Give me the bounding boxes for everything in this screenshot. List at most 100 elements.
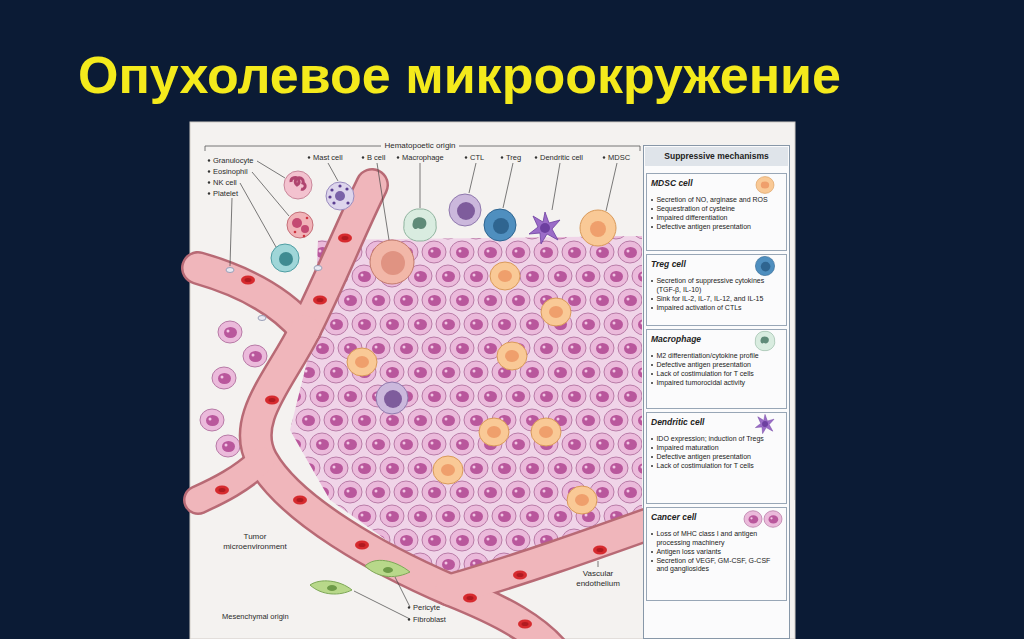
figure-label: Mesenchymal origin [222, 612, 289, 621]
bullet-row: Secretion of NO, arginase and ROS [651, 196, 782, 205]
bullet-row: Defective antigen presentation [651, 453, 782, 462]
label-slot: Platelet [213, 189, 238, 198]
bullet-text: Lack of costimulation for T cells [656, 370, 753, 379]
bullet-dot [651, 382, 653, 384]
bullet-dot [651, 438, 653, 440]
label-slot: Mast cell [313, 153, 343, 162]
bullet-text: Secretion of suppressive cytokines (TGF-… [656, 277, 782, 294]
bullet-row: Lack of costimulation for T cells [651, 462, 782, 471]
box-heading: Cancer cell [651, 511, 782, 530]
bullet-row: Antigen loss variants [651, 548, 782, 557]
bullet-text: Defective antigen presentation [656, 361, 751, 370]
figure-label: Pericyte [413, 603, 440, 612]
figure-label: Dendritic cell [540, 153, 583, 162]
bullet-row: Defective antigen presentation [651, 361, 782, 370]
mechanism-box: Macrophage M2 differentiation/cytokine pr… [646, 329, 787, 409]
label-slot: Treg [506, 153, 521, 162]
label-slot: Vascular endothelium [560, 569, 636, 588]
bullet-dot [651, 226, 653, 228]
bullet-text: Secretion of VEGF, GM-CSF, G-CSF and gan… [656, 557, 782, 574]
figure-label: Eosinophil [213, 167, 248, 176]
title-slot: Опухолевое микроокружение [78, 45, 841, 105]
figure-label: Tumor microenvironment [223, 532, 287, 551]
bullet-text: M2 differentiation/cytokine profile [656, 352, 758, 361]
heading-text: Macrophage [651, 334, 701, 344]
bullet-row: Sequestration of cysteine [651, 205, 782, 214]
label-slot: NK cell [213, 178, 237, 187]
bullet-dot [651, 373, 653, 375]
bullet-dot [651, 298, 653, 300]
mechanism-box: Treg cellSecretion of suppressive cytoki… [646, 254, 787, 326]
figure-label: NK cell [213, 178, 237, 187]
bullet-row: Secretion of suppressive cytokines (TGF-… [651, 277, 782, 294]
figure-label: Macrophage [402, 153, 444, 162]
bullet-row: IDO expression; induction of Tregs [651, 435, 782, 444]
bullet-row: Impaired maturation [651, 444, 782, 453]
bullet-row: Impaired activation of CTLs [651, 304, 782, 313]
heading-text: Cancer cell [651, 512, 696, 522]
bullet-text: Sequestration of cysteine [656, 205, 735, 214]
bullet-row: M2 differentiation/cytokine profile [651, 352, 782, 361]
box-heading: Macrophage [651, 333, 782, 352]
figure-label: Granulocyte [213, 156, 253, 165]
mechanism-box: Cancer cellLoss of MHC class I and antig… [646, 507, 787, 601]
label-slot: Mesenchymal origin [222, 612, 289, 621]
bullet-row: Impaired differentiation [651, 214, 782, 223]
bullet-dot [651, 208, 653, 210]
figure-label: Treg [506, 153, 521, 162]
label-slot: Fibroblast [413, 615, 446, 624]
panel-heading: Suppressive mechanisms [644, 146, 789, 166]
heading-text: Suppressive mechanisms [664, 151, 768, 161]
bullet-row: Secretion of VEGF, GM-CSF, G-CSF and gan… [651, 557, 782, 574]
mechanism-panel: Suppressive mechanismsMDSC cellSecretion… [643, 145, 790, 639]
bullet-text: Impaired maturation [656, 444, 718, 453]
bullet-dot [651, 560, 653, 562]
label-slot: Tumor microenvironment [213, 532, 297, 551]
figure-label: Hematopoetic origin [381, 141, 458, 150]
figure-label: MDSC [608, 153, 630, 162]
bullet-row: Loss of MHC class I and antigen processi… [651, 530, 782, 547]
bullet-text: Antigen loss variants [656, 548, 721, 557]
bullet-dot [651, 533, 653, 535]
bullet-text: Impaired activation of CTLs [656, 304, 741, 313]
label-slot: Hematopoetic origin [340, 141, 500, 151]
figure-label: Platelet [213, 189, 238, 198]
bullet-text: Defective antigen presentation [656, 223, 751, 232]
bullet-dot [651, 364, 653, 366]
bullet-text: Impaired tumorocidal activity [656, 379, 745, 388]
label-slot: Pericyte [413, 603, 440, 612]
bullet-row: Lack of costimulation for T cells [651, 370, 782, 379]
bullet-text: Loss of MHC class I and antigen processi… [656, 530, 782, 547]
label-slot: Macrophage [402, 153, 444, 162]
bullet-dot [651, 355, 653, 357]
bullet-text: IDO expression; induction of Tregs [656, 435, 763, 444]
bullet-dot [651, 465, 653, 467]
bullet-row: Impaired tumorocidal activity [651, 379, 782, 388]
bullet-dot [651, 551, 653, 553]
mechanism-box: MDSC cellSecretion of NO, arginase and R… [646, 173, 787, 251]
bullet-dot [651, 280, 653, 282]
bullet-dot [651, 217, 653, 219]
label-slot: Dendritic cell [540, 153, 583, 162]
heading-text: MDSC cell [651, 178, 693, 188]
figure-label: Vascular endothelium [576, 569, 620, 588]
bullet-dot [651, 199, 653, 201]
label-slot: CTL [470, 153, 484, 162]
bullet-row: Sink for IL-2, IL-7, IL-12, and IL-15 [651, 295, 782, 304]
bullet-text: Sink for IL-2, IL-7, IL-12, and IL-15 [656, 295, 763, 304]
slide-title: Опухолевое микроокружение [78, 46, 841, 104]
bullet-text: Defective antigen presentation [656, 453, 751, 462]
box-heading: MDSC cell [651, 177, 782, 196]
label-slot: Eosinophil [213, 167, 248, 176]
heading-text: Treg cell [651, 259, 686, 269]
bullet-dot [651, 456, 653, 458]
figure-label: Fibroblast [413, 615, 446, 624]
heading-text: Dendritic cell [651, 417, 704, 427]
bullet-dot [651, 307, 653, 309]
bullet-text: Lack of costimulation for T cells [656, 462, 753, 471]
box-heading: Dendritic cell [651, 416, 782, 435]
bullet-row: Defective antigen presentation [651, 223, 782, 232]
bullet-dot [651, 447, 653, 449]
bullet-text: Impaired differentiation [656, 214, 727, 223]
label-slot: MDSC [608, 153, 630, 162]
